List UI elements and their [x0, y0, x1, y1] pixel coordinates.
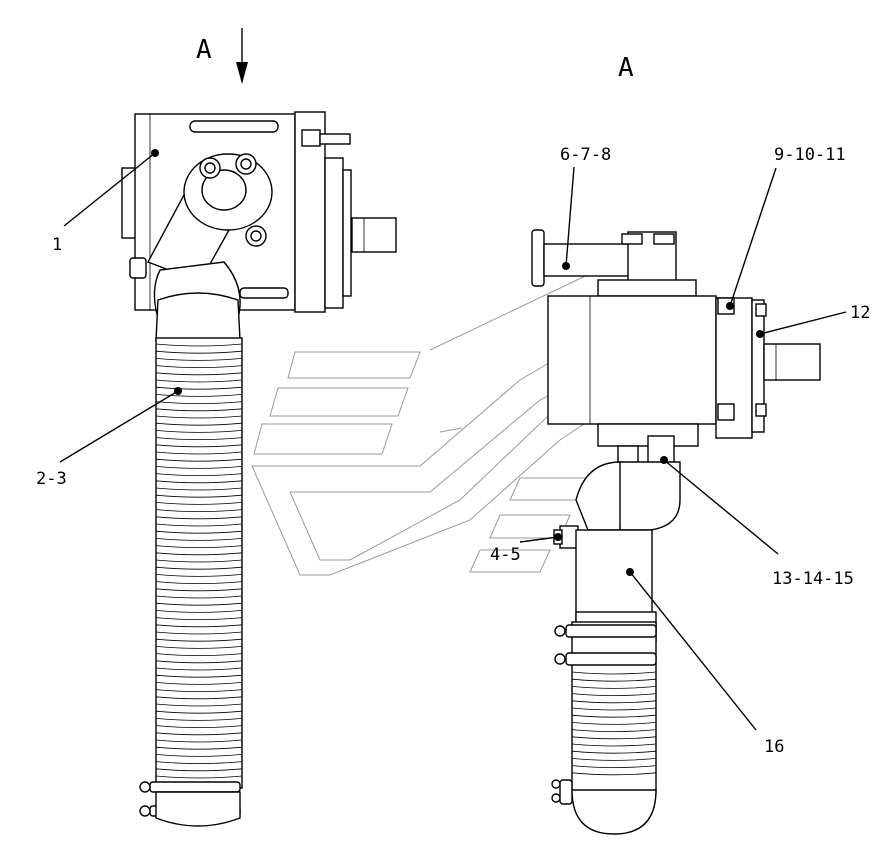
hose-rib: [571, 722, 657, 725]
hose-rib: [155, 509, 243, 512]
hose-rib: [155, 358, 243, 361]
callout-16: 16: [764, 737, 784, 757]
callout-6-7-8: 6-7-8: [560, 145, 611, 165]
left-view-label: A: [196, 35, 212, 65]
leader-lines: [59, 149, 847, 731]
hose-rib: [571, 707, 657, 711]
hose-rib: [155, 372, 243, 376]
right-view-label: A: [618, 53, 634, 83]
hose-rib: [571, 714, 657, 718]
hose-rib: [571, 758, 657, 761]
callout-13-14-15: 13-14-15: [772, 569, 854, 589]
callout-9-10-11: 9-10-11: [774, 145, 846, 165]
hose-rib: [571, 736, 657, 740]
hose-rib: [571, 729, 657, 732]
hose-rib: [155, 689, 243, 692]
hose-rib: [155, 538, 243, 541]
hose-rib: [155, 408, 243, 412]
hose-rib: [155, 617, 243, 620]
hose-rib: [155, 631, 243, 635]
hose-rib: [155, 394, 243, 397]
hose-rib: [155, 480, 243, 484]
callout-4-5: 4-5: [490, 545, 521, 565]
hose-rib: [155, 653, 243, 656]
hose-rib: [155, 682, 243, 685]
hose-rib: [155, 703, 243, 707]
hose-rib: [155, 559, 243, 563]
hose-rib: [155, 696, 243, 700]
hose-rib: [155, 566, 243, 570]
right-gearbox: [547, 295, 821, 465]
callout-12: 12: [850, 303, 870, 323]
hose-rib: [155, 430, 243, 433]
hose-rib: [155, 638, 243, 642]
callout-1: 1: [52, 235, 62, 255]
hose-rib: [571, 743, 657, 747]
hose-rib: [155, 588, 243, 592]
hose-rib: [571, 671, 657, 675]
hose-rib: [155, 379, 243, 383]
hose-rib: [155, 660, 243, 664]
hose-rib: [155, 415, 243, 419]
left-corrugated-hose: [139, 337, 243, 827]
hose-rib: [155, 516, 243, 520]
hose-rib: [155, 523, 243, 527]
left-view-arrow: [236, 28, 248, 84]
hose-rib: [155, 761, 243, 764]
left-flange-elbow: [147, 153, 273, 341]
hose-rib: [571, 693, 657, 696]
hose-rib: [155, 746, 243, 750]
right-corrugated-hose: [551, 621, 657, 835]
hose-rib: [155, 530, 243, 534]
hose-rib: [155, 365, 243, 368]
hose-rib: [155, 602, 243, 606]
hose-rib: [155, 718, 243, 721]
hose-rib: [155, 624, 243, 628]
hose-rib: [155, 401, 243, 404]
hose-rib: [155, 552, 243, 556]
hose-rib: [571, 765, 657, 768]
hose-rib: [155, 674, 243, 678]
hose-rib: [155, 487, 243, 491]
hose-rib: [155, 451, 243, 455]
hose-rib: [571, 750, 657, 754]
hose-rib: [155, 437, 243, 440]
hose-rib: [155, 775, 243, 779]
hose-rib: [155, 502, 243, 505]
hose-rib: [155, 545, 243, 548]
hose-rib: [155, 422, 243, 426]
hose-rib: [155, 473, 243, 476]
hose-rib: [155, 646, 243, 649]
hose-rib: [571, 772, 657, 776]
hose-rib: [155, 754, 243, 757]
hose-rib: [155, 343, 243, 347]
hose-rib: [571, 700, 657, 704]
right-elbow-pipe: [553, 461, 681, 643]
hose-rib: [571, 686, 657, 689]
hose-rib: [155, 667, 243, 671]
hose-rib: [155, 386, 243, 390]
hose-rib: [155, 466, 243, 469]
hose-rib: [155, 458, 243, 462]
hose-rib: [155, 710, 243, 714]
hose-rib: [155, 768, 243, 772]
hose-rib: [155, 739, 243, 743]
hose-rib: [155, 574, 243, 577]
hose-rib: [155, 595, 243, 599]
callout-2-3: 2-3: [36, 469, 67, 489]
hose-rib: [155, 725, 243, 728]
hose-rib: [155, 494, 243, 498]
hose-rib: [155, 444, 243, 448]
hose-rib: [155, 732, 243, 736]
hose-rib: [571, 678, 657, 682]
right-top-bracket: [531, 229, 697, 297]
hose-rib: [155, 610, 243, 613]
hose-rib: [155, 581, 243, 584]
hose-rib: [155, 350, 243, 354]
